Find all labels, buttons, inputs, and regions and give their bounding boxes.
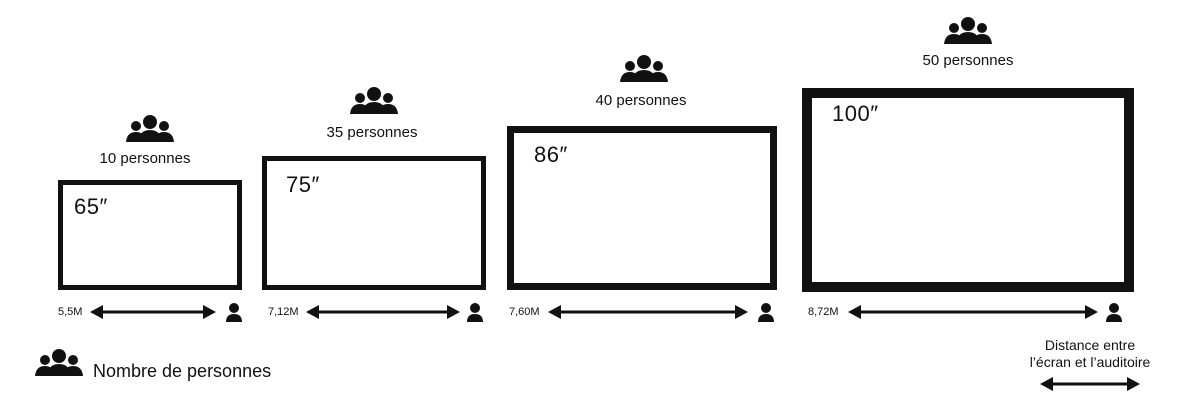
legend-people-label: Nombre de personnes [93, 361, 272, 381]
distance-label: 5,5M [58, 306, 83, 318]
audience-group-icon [123, 114, 177, 144]
person-icon [466, 302, 484, 322]
screen-75 [262, 156, 486, 290]
person-icon [757, 302, 775, 322]
audience-count-label: 40 personnes [595, 92, 687, 109]
person-icon [225, 302, 243, 322]
distance-label: 8,72M [808, 306, 839, 318]
distance-label: 7,12M [268, 306, 299, 318]
double-arrow-icon [90, 305, 216, 319]
audience-group-icon [347, 86, 401, 116]
double-arrow-icon [848, 305, 1098, 319]
legend-distance-line2: l’écran et l’auditoire [1029, 354, 1151, 370]
screen-size-label: 65″ [74, 194, 108, 219]
screen-100 [802, 88, 1134, 292]
person-icon [1105, 302, 1123, 322]
audience-group-icon [617, 54, 671, 84]
screen-size-label: 75″ [286, 172, 320, 197]
screen-size-label: 100″ [832, 101, 879, 126]
audience-count-label: 10 personnes [99, 150, 191, 167]
screen-65 [58, 180, 242, 290]
legend-distance-label: Distance entre l’écran et l’auditoire [1015, 337, 1165, 371]
screen-86 [507, 126, 777, 290]
double-arrow-icon [306, 305, 460, 319]
legend-double-arrow-icon [1040, 377, 1140, 391]
legend-distance-line1: Distance entre [1044, 337, 1136, 353]
screen-size-label: 86″ [534, 142, 568, 167]
distance-label: 7,60M [509, 306, 540, 318]
legend-group-icon [32, 348, 86, 378]
audience-group-icon [941, 16, 995, 46]
audience-count-label: 50 personnes [922, 52, 1014, 69]
double-arrow-icon [548, 305, 748, 319]
audience-count-label: 35 personnes [326, 124, 418, 141]
